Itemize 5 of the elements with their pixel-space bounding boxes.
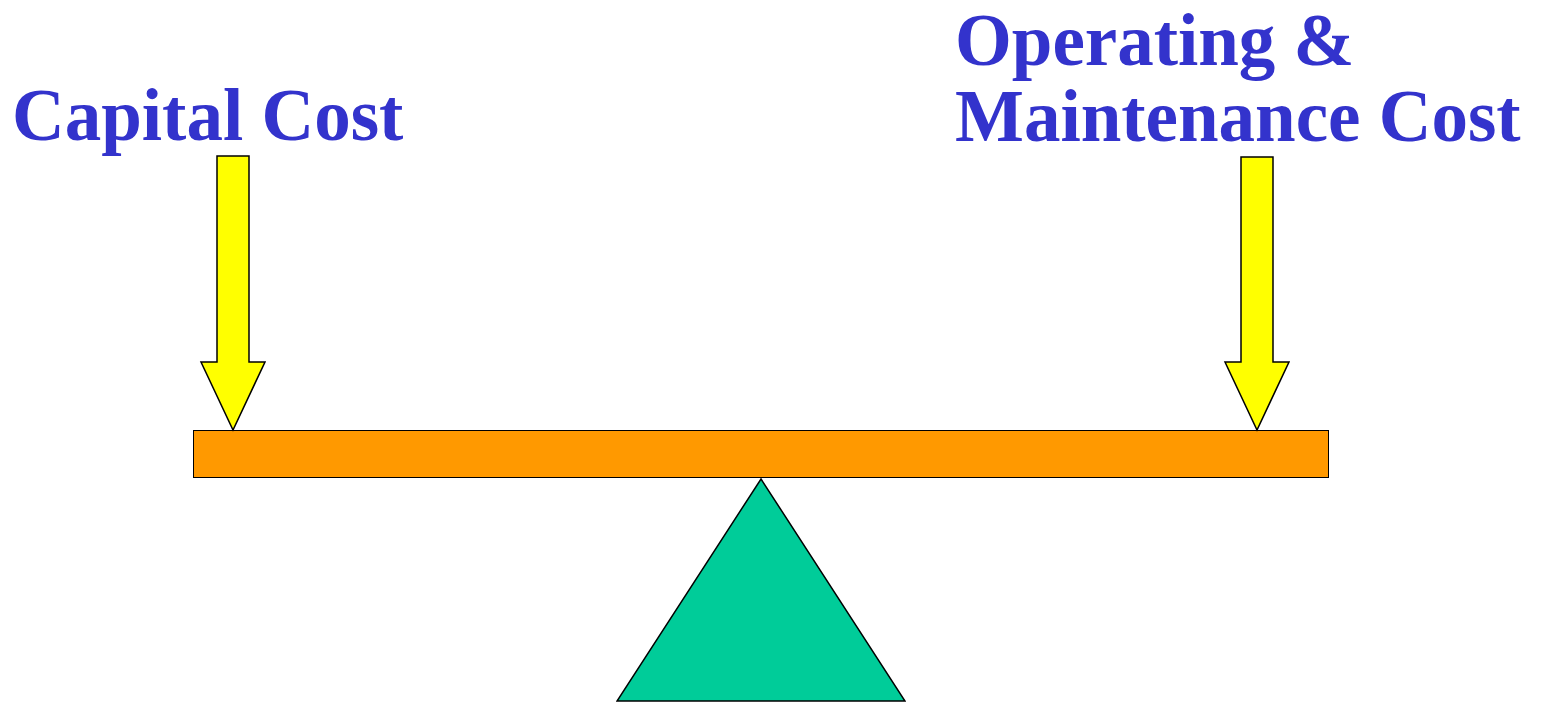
arrow [1223,156,1291,432]
cost-label: Capital Cost [12,78,405,154]
balance-beam [193,430,1329,478]
cost-label: Operating & Maintenance Cost [955,3,1522,155]
arrow [199,155,267,432]
